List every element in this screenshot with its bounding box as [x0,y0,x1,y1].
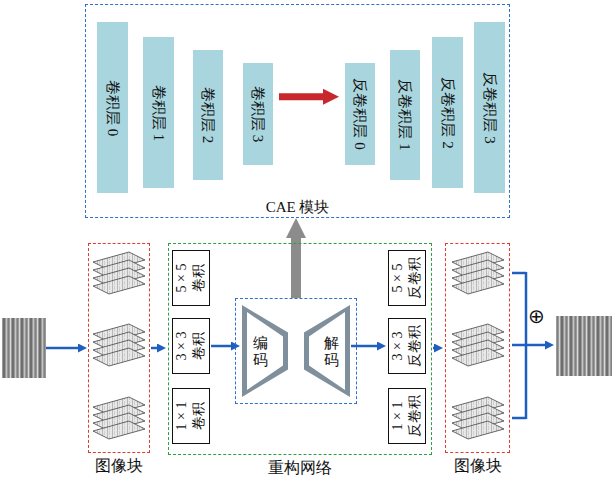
image-block-group: 图像块 [445,243,510,453]
cae-module-box: CAE 模块 卷积层 0 卷积层 1 卷积层 2 卷积层 3 反卷积层 0 反卷积层 1 反卷… [85,4,510,218]
deconv-box: 1 × 1 反卷积 [388,388,426,444]
node-label: 反卷积层 1 [397,79,414,150]
flow-arrow [351,345,377,348]
reconstruction-network-box: 重构网络5 × 5 卷积3 × 3 卷积1 × 1 卷积编码解码5 × 5 反卷… [168,243,432,455]
deconv-layer-bar: 反卷积层 0 [345,63,375,165]
deconv-box: 5 × 5 反卷积 [388,250,426,306]
node-label: 卷积层 0 [104,79,121,135]
flow-arrow [433,347,434,350]
node-label: 1 × 1 卷积 [174,392,208,440]
node-label: 5 × 5 卷积 [174,254,208,302]
conv-layer-bar: 卷积层 2 [193,50,223,180]
flow-arrow [279,93,323,100]
flow-arrow [151,347,157,350]
image-block-group: 图像块 [88,243,150,453]
deconv-layer-bar: 反卷积层 2 [432,37,463,188]
trapezoid-fill [242,305,288,397]
node-label: 图像块 [454,456,502,475]
node-label: 5 × 5 反卷积 [390,254,424,302]
node-label: 3 × 3 卷积 [174,322,208,370]
encoder-trapezoid: 编码 [242,305,288,397]
node-label: 编码 [253,335,268,368]
conv-box: 3 × 3 卷积 [172,318,210,374]
node-label: CAE 模块 [86,198,509,216]
node-label: 反卷积层 3 [481,72,498,143]
node-label: 3 × 3 反卷积 [390,322,424,370]
flow-arrow [211,345,231,348]
node-label: 卷积层 3 [250,86,267,142]
node-label: 重构网络 [268,458,332,477]
trapezoid-fill [304,305,350,397]
conv-box: 5 × 5 卷积 [172,250,210,306]
output-image [556,316,612,376]
deconv-box: 3 × 3 反卷积 [388,318,426,374]
codec-box: 编码 解码 [235,298,357,404]
deconv-layer-bar: 反卷积层 3 [474,22,505,193]
flow-arrow [291,238,301,298]
conv-layer-bar: 卷积层 1 [143,37,174,188]
node-label: 1 × 1 反卷积 [390,392,424,440]
node-label: 卷积层 1 [150,84,167,140]
conv-box: 1 × 1 卷积 [172,388,210,444]
trapezoid-inner [309,312,345,390]
input-image [2,318,46,378]
node-label: 反卷积层 2 [439,77,456,148]
sum-symbol: ⊕ [528,306,545,326]
node-label: 反卷积层 0 [352,78,369,149]
deconv-layer-bar: 反卷积层 1 [390,50,420,180]
merge-lines [512,272,545,419]
input-arrow [46,347,78,350]
node-label: 解码 [324,335,339,368]
trapezoid-inner [247,312,283,390]
conv-layer-bar: 卷积层 0 [97,22,128,193]
node-label: 图像块 [95,456,143,475]
decoder-trapezoid: 解码 [304,305,350,397]
node-label: 卷积层 2 [200,87,217,143]
conv-layer-bar: 卷积层 3 [243,63,273,165]
